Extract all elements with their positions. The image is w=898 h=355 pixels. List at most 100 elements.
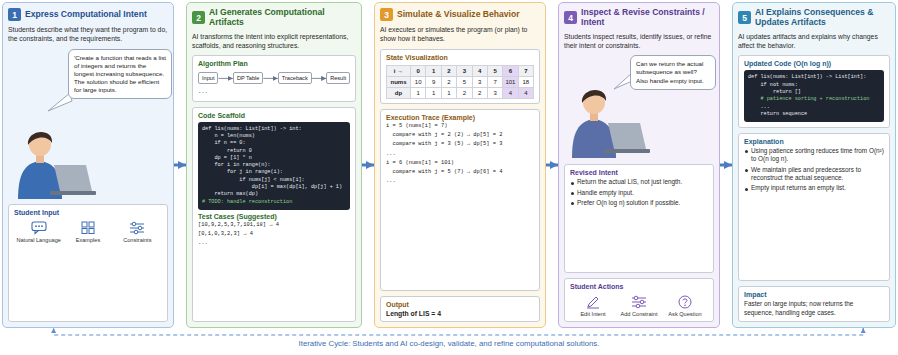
code-text: ... (386, 151, 534, 158)
code-text: i = 6 (nums[i] = 101) (386, 160, 534, 167)
stage-panel: Simulate & Visualize Behavior3AI execute… (374, 2, 546, 328)
code-line: ... (748, 104, 880, 111)
icon-label: Natural Language (16, 237, 60, 243)
step-number: 1 (12, 10, 17, 20)
box-heading: Updated Code (O(n log n)) (744, 60, 884, 67)
panel-description: Students inspect results, identify issue… (564, 33, 714, 51)
table-cell: 3 (488, 88, 503, 99)
artifact-box: Execution Trace (Example)i = 5 (nums[i] … (380, 109, 540, 291)
code-text: compare with j = 3 (5) → dp[5] = 3 (386, 141, 534, 148)
bullet-item: We maintain piles and predecessors to re… (744, 166, 884, 183)
table-cell: 3 (457, 66, 472, 77)
code-line: if nums[j] < nums[i]: (202, 177, 346, 184)
stage-panel: Inspect & Revise Constraints / Intent 4St… (558, 2, 720, 328)
box-heading: Student Actions (570, 283, 708, 290)
table-cell: 10 (411, 77, 426, 88)
icon (585, 295, 601, 309)
stage-panel: AI Explains Consequences & Updates Artif… (732, 2, 896, 328)
panel-header: AI Generates Computational Artifacts2 (192, 8, 356, 28)
table-cell: 9 (426, 77, 441, 88)
stage-panel: AI Generates Computational Artifacts2 AI … (186, 2, 362, 328)
flow-arrow (546, 164, 558, 167)
flow-arrow (312, 78, 326, 79)
icon-cell: Ask Question (662, 295, 708, 317)
step-badge: 4 (564, 11, 577, 24)
icon (31, 221, 47, 235)
panel-description: AI executes or simulates the program (or… (380, 26, 540, 44)
code-line: dp = [1] * n (202, 155, 346, 162)
speech-text: Can we return the actual subsequence as … (636, 60, 710, 84)
table-cell: 3 (473, 77, 488, 88)
step-number: 2 (196, 13, 201, 23)
artifact-box: Algorithm PlanInputDP TableTracebackResu… (192, 55, 356, 101)
table-cell: 2 (473, 88, 488, 99)
body-text: Faster on large inputs; now returns the … (744, 300, 884, 317)
bullet-item: Handle empty input. (570, 189, 708, 197)
table-cell: 101 (503, 77, 518, 88)
step-number: 5 (742, 13, 747, 23)
icon (80, 221, 96, 235)
code-line: def lis(nums: List[int]) -> List[int]: (748, 74, 880, 81)
artifact-box: OutputLength of LIS = 4 (380, 296, 540, 322)
box-heading: Output (386, 301, 534, 308)
code-line: if n == 0: (202, 140, 346, 147)
table-cell: 0 (411, 66, 426, 77)
icon-cell: Add Constraint (616, 295, 662, 317)
table-cell: 2 (457, 88, 472, 99)
flow-arrow (263, 78, 277, 79)
stage-panel: Express Computational Intent1Students de… (2, 2, 174, 328)
box-heading: Student Input (14, 209, 162, 216)
table-cell: 1 (411, 88, 426, 99)
artifact-box: ExplanationUsing patience sorting reduce… (738, 133, 890, 281)
box-heading: Execution Trace (Example) (386, 114, 534, 121)
code-text: ... (386, 178, 534, 185)
table-cell: 2 (442, 66, 457, 77)
code-line: for i in range(n): (202, 162, 346, 169)
student-scene: Can we return the actual subsequence as … (564, 55, 714, 159)
code-line: def lis(nums: List[int]) -> int: (202, 126, 346, 133)
bullet-item: Return the actual LIS, not just length. (570, 178, 708, 186)
code-line: return sequence (748, 111, 880, 118)
box-heading: Impact (744, 291, 884, 298)
icon-row: Natural LanguageExamplesConstraints (14, 221, 162, 243)
speech-bubble: Can we return the actual subsequence as … (630, 55, 716, 89)
process-box: Result (326, 72, 350, 84)
code-text: ... (198, 240, 350, 247)
code-text: compare with j = 2 (2) → dp[5] = 2 (386, 132, 534, 139)
process-label: Traceback (282, 75, 308, 81)
bullet-item: Using patience sorting reduces time from… (744, 147, 884, 164)
table-cell: 1 (426, 88, 441, 99)
state-table: i →01234567nums109253710118dp11122344 (386, 65, 534, 99)
table-cell: 5 (488, 66, 503, 77)
icon-cell: Constraints (113, 221, 162, 243)
box-heading: Code Scaffold (198, 112, 350, 119)
process-box: DP Table (233, 72, 264, 84)
code-line: return max(dp) (202, 191, 346, 198)
icon-row: Edit Intent Add ConstraintAsk Question (570, 295, 708, 317)
code-line: dp[i] = max(dp[i], dp[j] + 1) (202, 184, 346, 191)
artifact-box: Updated Code (O(n log n)) def lis(nums: L… (738, 55, 890, 128)
panel-description: AI transforms the intent into explicit r… (192, 33, 356, 51)
box-heading: State Visualization (386, 54, 534, 61)
icon-label: Constraints (123, 237, 151, 243)
icon (129, 221, 145, 235)
flow-arrow (362, 164, 374, 167)
box-heading: Explanation (744, 138, 884, 145)
table-cell: 4 (503, 88, 518, 99)
ellipsis-note: ... (198, 89, 350, 96)
table-cell: i → (387, 66, 411, 77)
speech-text: 'Create a function that reads a list of … (74, 54, 166, 94)
icon-label: Edit Intent (580, 311, 605, 317)
table-cell: 6 (503, 66, 518, 77)
icon (631, 295, 647, 309)
process-label: DP Table (237, 75, 260, 81)
flow-arrow (174, 164, 186, 167)
table-cell: 4 (473, 66, 488, 77)
step-number: 4 (568, 13, 573, 23)
code-line: if not nums: (748, 82, 880, 89)
panel-title: Inspect & Revise Constraints / Intent (581, 8, 714, 28)
table-cell: 5 (457, 77, 472, 88)
bullet-item: Prefer O(n log n) solution if possible. (570, 199, 708, 207)
code-line: return [] (748, 89, 880, 96)
step-number: 3 (384, 10, 389, 20)
